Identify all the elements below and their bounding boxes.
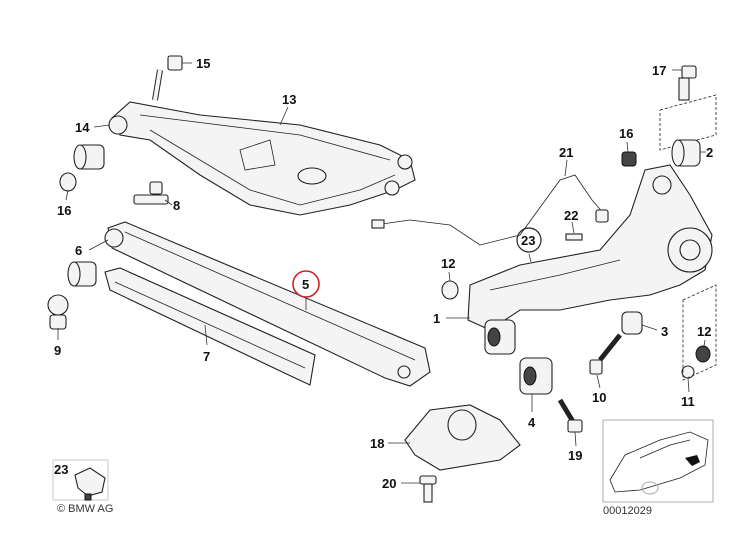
- drawing-number: 00012029: [603, 505, 652, 517]
- highlight-circle-5: [292, 270, 320, 298]
- callout-22[interactable]: 22: [564, 208, 578, 223]
- callout-4[interactable]: 4: [528, 415, 536, 430]
- callout-20[interactable]: 20: [382, 476, 396, 491]
- washer-12-left[interactable]: [441, 280, 459, 300]
- lower-control-arm-5[interactable]: [104, 221, 431, 387]
- rubber-mount-9[interactable]: [47, 294, 69, 330]
- callout-13[interactable]: 13: [282, 92, 296, 107]
- bushing-14[interactable]: [73, 144, 105, 170]
- callout-5[interactable]: 5: [302, 277, 309, 292]
- callout-16-left[interactable]: 16: [57, 203, 71, 218]
- callout-21[interactable]: 21: [559, 145, 573, 160]
- wheel-carrier-1[interactable]: [467, 164, 713, 331]
- bolt-19[interactable]: [557, 398, 583, 433]
- callout-19[interactable]: 19: [568, 448, 582, 463]
- callout-1[interactable]: 1: [433, 311, 440, 326]
- inset-part-23: 23: [52, 459, 109, 501]
- location-marker-icon: [685, 455, 700, 466]
- bushing-2[interactable]: [671, 139, 701, 167]
- callout-23[interactable]: 23: [521, 233, 535, 248]
- callout-18[interactable]: 18: [370, 436, 384, 451]
- circle-23: [516, 227, 542, 253]
- bolt-22[interactable]: [565, 233, 583, 241]
- callout-3[interactable]: 3: [661, 324, 668, 339]
- washer-12-right[interactable]: [695, 345, 711, 363]
- callout-14[interactable]: 14: [75, 120, 90, 135]
- protective-cover-7[interactable]: [104, 267, 316, 386]
- wear-sensor-cable-21[interactable]: [371, 174, 609, 246]
- washer-16-left[interactable]: [59, 172, 77, 192]
- leader-lines: [57, 62, 706, 484]
- bolt-10[interactable]: [589, 333, 622, 375]
- bushing-6[interactable]: [67, 261, 97, 287]
- bolt-20[interactable]: [419, 475, 437, 503]
- callout-15[interactable]: 15: [196, 56, 210, 71]
- bolt-15[interactable]: [152, 55, 183, 101]
- vehicle-locator-inset: [602, 419, 714, 503]
- bolt-17[interactable]: [678, 65, 697, 101]
- callout-2[interactable]: 2: [706, 145, 713, 160]
- inset-part-label: 23: [54, 462, 68, 477]
- callout-12-left[interactable]: 12: [441, 256, 455, 271]
- bushing-set-4[interactable]: [484, 319, 553, 395]
- callout-6[interactable]: 6: [75, 243, 82, 258]
- callout-17[interactable]: 17: [652, 63, 666, 78]
- callout-16-right[interactable]: 16: [619, 126, 633, 141]
- callout-7[interactable]: 7: [203, 349, 210, 364]
- bushing-3[interactable]: [621, 311, 643, 335]
- callout-10[interactable]: 10: [592, 390, 606, 405]
- callout-12-right[interactable]: 12: [697, 324, 711, 339]
- bracket-18[interactable]: [404, 404, 521, 471]
- callout-9[interactable]: 9: [54, 343, 61, 358]
- bolt-8[interactable]: [133, 181, 169, 205]
- callout-8[interactable]: 8: [173, 198, 180, 213]
- copyright: © BMW AG: [57, 503, 113, 515]
- callout-11[interactable]: 11: [681, 394, 695, 409]
- upper-control-arm-13[interactable]: [108, 101, 416, 216]
- bushing-16-right[interactable]: [621, 151, 637, 167]
